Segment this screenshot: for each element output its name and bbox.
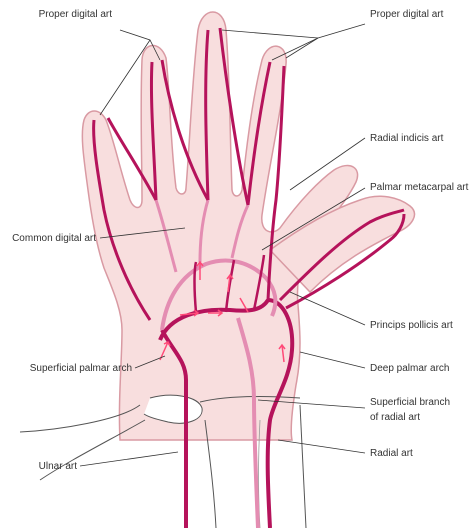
label-proper-digital-right: Proper digital art <box>370 9 444 20</box>
leader-lines <box>79 23 366 467</box>
deep-palmar-arch <box>158 298 270 341</box>
palmar-metacarpal-artery-2 <box>224 259 236 313</box>
common-digital-artery-2 <box>198 199 210 263</box>
label-superficial-branch-line1: Superficial branch <box>370 397 451 408</box>
little-finger-artery-radial <box>106 117 158 201</box>
wrist-outline-left <box>19 404 141 433</box>
label-radial-art: Radial art <box>370 448 413 459</box>
label-ulnar-art: Ulnar art <box>38 461 77 472</box>
label-palmar-metacarpal: Palmar metacarpal art <box>370 182 469 193</box>
ulnar-artery <box>160 329 189 528</box>
palmar-metacarpal-artery-3 <box>252 254 266 311</box>
thumb-outline <box>268 195 416 294</box>
flow-arrows <box>159 260 286 363</box>
label-radial-indicis: Radial indicis art <box>370 133 444 144</box>
little-finger-artery-ulnar <box>92 119 152 321</box>
superficial-branch-of-radial <box>236 317 260 528</box>
radial-artery <box>265 298 295 528</box>
label-proper-digital-left: Proper digital art <box>38 9 112 20</box>
radial-indicis-artery <box>266 65 286 301</box>
label-superficial-branch-line2: of radial art <box>370 412 421 423</box>
forearm-left <box>204 419 217 528</box>
ring-finger-artery-ulnar <box>149 61 158 201</box>
superficial-palmar-arch <box>160 258 278 331</box>
label-common-digital: Common digital art <box>12 233 96 244</box>
label-princeps-pollicis: Princips pollicis art <box>370 320 453 331</box>
forearm-right <box>299 404 307 528</box>
palmar-metacarpal-artery-1 <box>193 261 198 313</box>
common-digital-artery-3 <box>230 204 250 259</box>
index-finger-artery-ulnar <box>246 61 272 206</box>
ring-finger-artery-radial <box>160 59 210 201</box>
wrist-outline-left-lower <box>39 419 146 481</box>
label-deep-palmar-arch: Deep palmar arch <box>370 363 450 374</box>
middle-finger-artery-radial <box>218 27 250 206</box>
common-digital-artery-1 <box>154 199 178 273</box>
label-superficial-palmar-arch: Superficial palmar arch <box>29 363 132 374</box>
middle-finger-artery-ulnar <box>204 29 210 201</box>
princeps-pollicis-artery-2 <box>285 213 406 310</box>
princeps-pollicis-artery-1 <box>278 208 405 302</box>
wrist-fold <box>199 396 301 403</box>
